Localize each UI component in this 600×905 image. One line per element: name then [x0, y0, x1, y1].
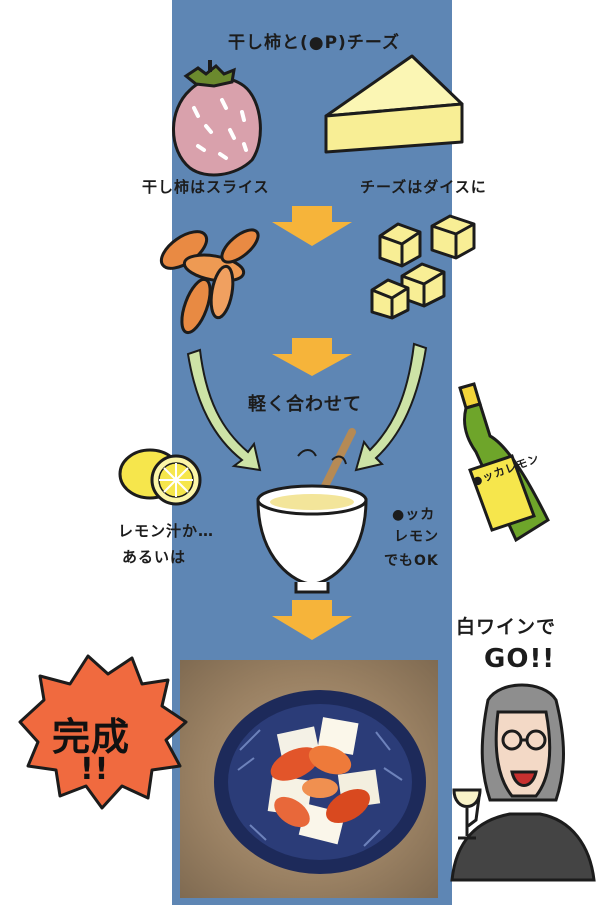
persimmon-step-label: 干し柿はスライス: [142, 178, 270, 196]
mixing-bowl-icon: [256, 428, 368, 594]
lemon-juice-bottle-icon: [458, 382, 550, 543]
curved-arrow-icon: [186, 348, 262, 472]
title-label: 干し柿と(●P)チーズ: [228, 33, 400, 53]
go-label: GO!!: [484, 644, 556, 674]
completion-burst-icon: [18, 654, 188, 810]
bottle-note-line3: でもOK: [384, 553, 439, 569]
bottle-note-line2: レモン: [394, 529, 439, 545]
white-wine-label: 白ワインで: [456, 616, 557, 638]
arrow-down-icon: [272, 600, 352, 640]
person-with-wine-icon: [450, 683, 596, 882]
completion-exclaim: !!: [80, 752, 110, 787]
cheese-wedge-icon: [324, 54, 464, 154]
mix-step-label: 軽く合わせて: [248, 394, 362, 415]
completion-label: 完成: [52, 715, 131, 759]
cheese-cubes-icon: [370, 214, 476, 320]
arrow-down-icon: [272, 206, 352, 246]
curved-arrow-icon: [354, 342, 428, 472]
persimmon-slices-icon: [159, 228, 260, 335]
or-label: あるいは: [122, 548, 187, 566]
lemon-juice-label: レモン汁か…: [118, 522, 215, 540]
lemon-icon: [118, 448, 202, 506]
bottle-note-line1: ●ッカ: [392, 507, 436, 523]
dried-persimmon-icon: [172, 60, 262, 177]
arrow-down-icon: [272, 338, 352, 376]
finished-dish-photo: [180, 660, 438, 898]
cheese-step-label: チーズはダイスに: [360, 178, 487, 196]
